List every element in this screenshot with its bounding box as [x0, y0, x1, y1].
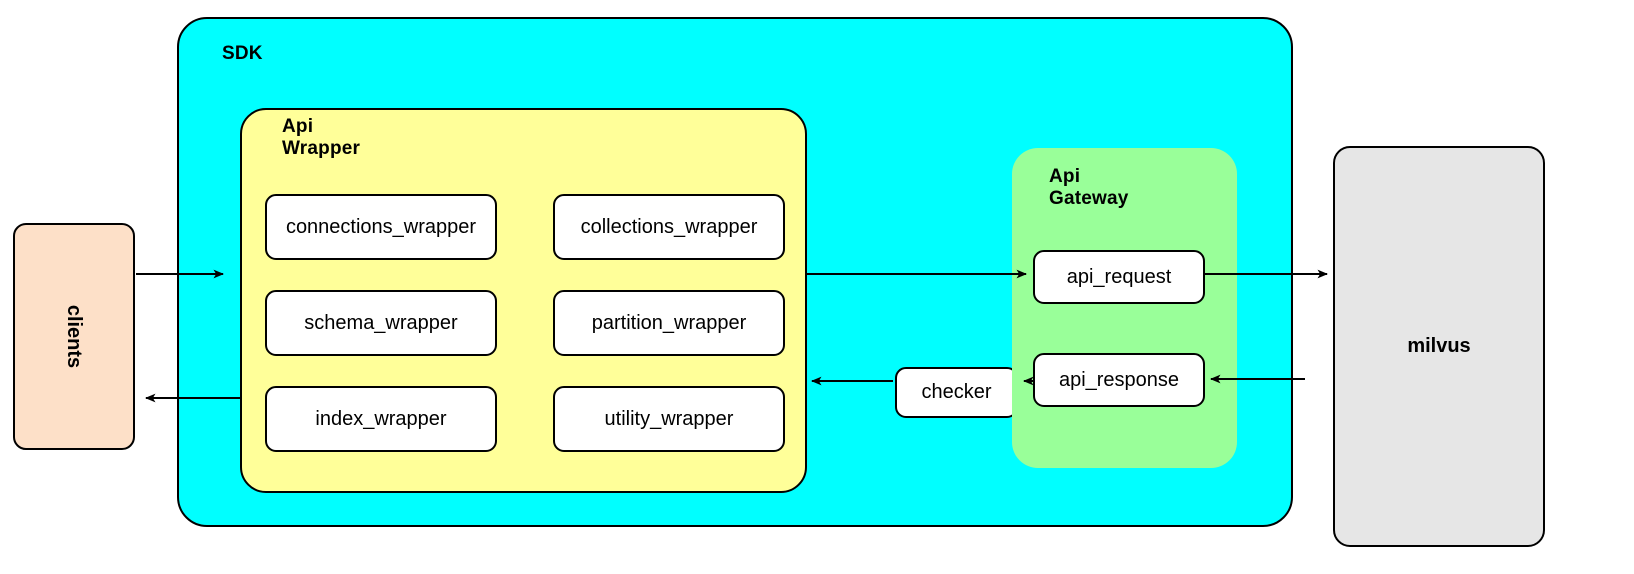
- sdk-label: SDK: [222, 43, 263, 64]
- partition-wrapper-label: partition_wrapper: [591, 311, 747, 334]
- api-response-node[interactable]: api_response: [1033, 353, 1205, 407]
- connections-wrapper-label: connections_wrapper: [285, 215, 477, 238]
- api-response-label: api_response: [1058, 368, 1180, 391]
- api-gateway-label: Api Gateway: [1049, 166, 1129, 209]
- clients-node[interactable]: clients: [13, 223, 135, 450]
- api-gateway-container[interactable]: [1012, 148, 1237, 468]
- checker-node[interactable]: checker: [895, 367, 1018, 418]
- api-wrapper-label: Api Wrapper: [282, 116, 361, 159]
- partition-wrapper-node[interactable]: partition_wrapper: [553, 290, 785, 356]
- collections-wrapper-node[interactable]: collections_wrapper: [553, 194, 785, 260]
- schema-wrapper-node[interactable]: schema_wrapper: [265, 290, 497, 356]
- index-wrapper-node[interactable]: index_wrapper: [265, 386, 497, 452]
- api-request-node[interactable]: api_request: [1033, 250, 1205, 304]
- checker-label: checker: [921, 381, 992, 403]
- utility-wrapper-node[interactable]: utility_wrapper: [553, 386, 785, 452]
- collections-wrapper-label: collections_wrapper: [580, 215, 758, 238]
- milvus-label: milvus: [1407, 335, 1471, 357]
- utility-wrapper-label: utility_wrapper: [604, 407, 734, 430]
- milvus-node[interactable]: milvus: [1333, 146, 1545, 547]
- clients-label: clients: [63, 304, 86, 369]
- index-wrapper-label: index_wrapper: [315, 407, 447, 430]
- api-request-label: api_request: [1066, 265, 1172, 288]
- schema-wrapper-label: schema_wrapper: [304, 311, 458, 334]
- connections-wrapper-node[interactable]: connections_wrapper: [265, 194, 497, 260]
